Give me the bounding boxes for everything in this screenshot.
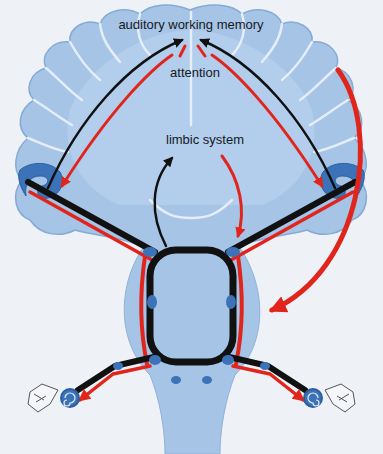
region-label: limbic system	[166, 133, 244, 147]
sulci	[310, 100, 348, 125]
nuclei	[202, 376, 212, 384]
sulci	[314, 138, 354, 152]
auditory-pathway	[28, 182, 155, 252]
cochlea	[308, 393, 319, 406]
nuclei	[226, 247, 240, 257]
flow-arrows	[48, 40, 182, 188]
flow-arrows	[48, 40, 360, 310]
nuclei	[226, 295, 236, 309]
sulci	[150, 200, 232, 218]
flow-arrows	[201, 40, 335, 188]
nuclei	[149, 355, 161, 365]
nuclei	[113, 247, 270, 384]
brainstem	[124, 245, 260, 454]
brainstem	[124, 245, 260, 454]
nuclei	[113, 362, 123, 370]
region-label: attention	[170, 66, 220, 80]
cochlea	[304, 389, 322, 407]
middle-ear	[337, 394, 349, 402]
sulci	[262, 24, 282, 62]
auditory-pathway	[141, 256, 147, 364]
nuclei	[143, 247, 157, 257]
flow-arrows	[272, 70, 360, 310]
nuclei	[222, 355, 234, 365]
cochlea	[61, 389, 322, 407]
sulci	[282, 42, 312, 80]
middle-ear	[34, 394, 46, 402]
middle-ear	[28, 384, 58, 412]
flow-arrows	[180, 46, 205, 56]
cochlea	[64, 393, 75, 406]
sulci	[28, 12, 354, 218]
auditory-pathway	[80, 366, 150, 400]
nuclei	[171, 376, 181, 384]
middle-ear	[325, 384, 355, 412]
auditory-pathway	[233, 366, 303, 400]
sulci	[46, 68, 82, 100]
sulci	[28, 138, 68, 152]
auditory-pathway	[228, 182, 355, 252]
region-label: auditory working memory	[118, 18, 263, 32]
auditory-pathway	[150, 250, 233, 362]
nuclei	[147, 295, 157, 309]
sulci	[34, 100, 72, 125]
nuclei	[260, 362, 270, 370]
auditory-pathway	[30, 192, 152, 260]
flow-arrows	[222, 156, 241, 236]
sulci	[100, 24, 120, 62]
flow-arrows	[62, 55, 172, 186]
auditory-pathway	[236, 256, 242, 364]
sulci	[70, 42, 100, 80]
sulci	[300, 68, 336, 100]
middle-ear	[28, 384, 355, 412]
flow-arrows	[155, 158, 172, 246]
cochlea	[61, 389, 79, 407]
